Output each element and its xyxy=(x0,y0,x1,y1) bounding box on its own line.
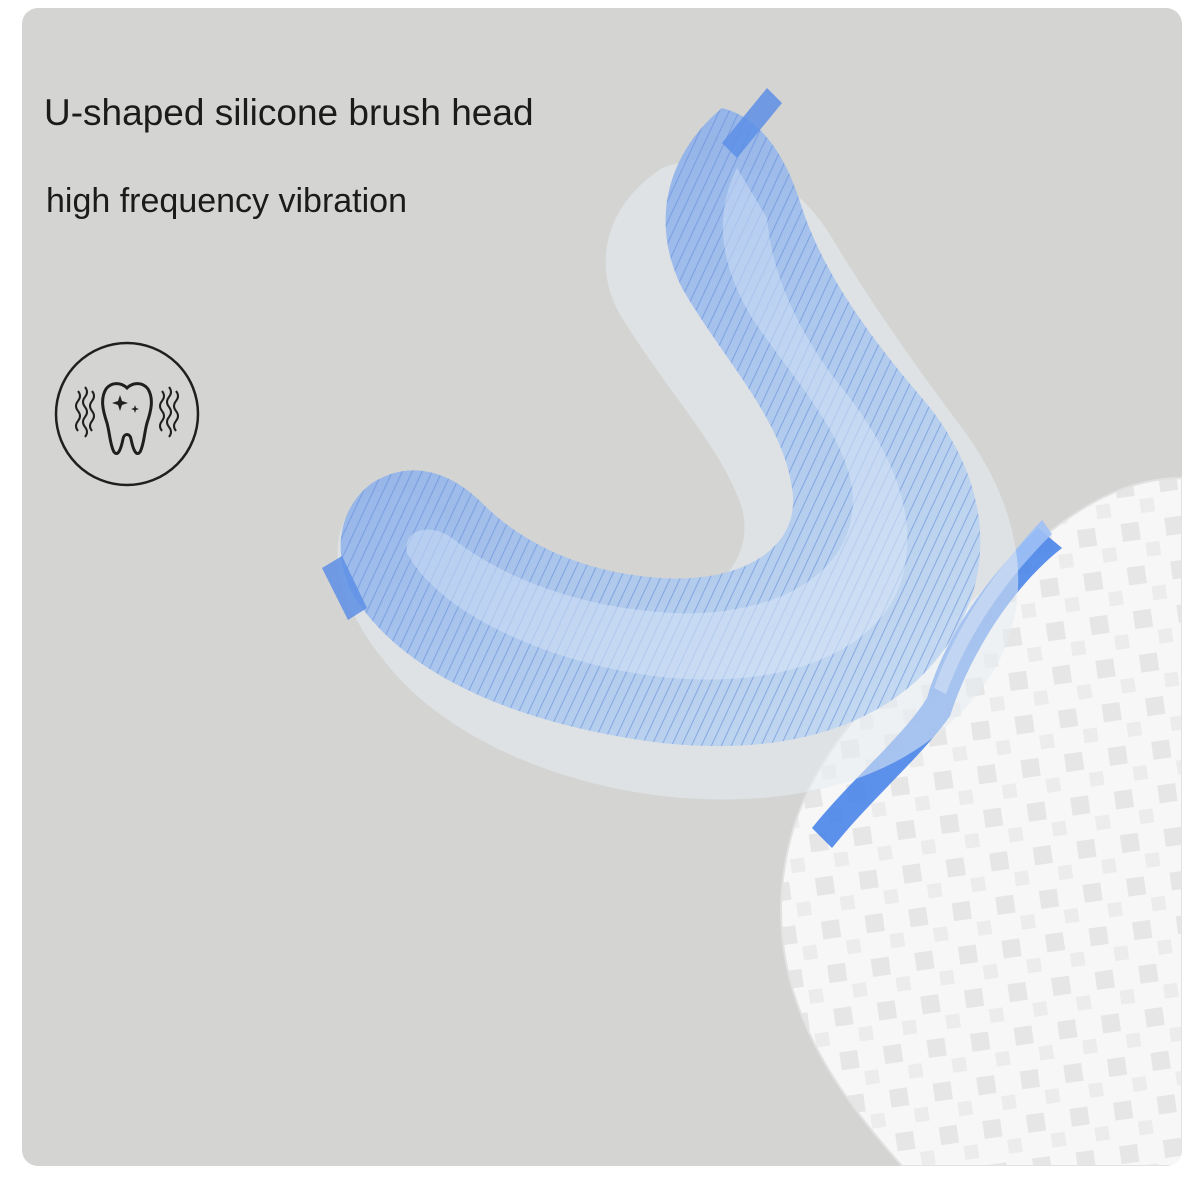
product-image-card: U-shaped silicone brush head high freque… xyxy=(22,8,1182,1166)
headline: U-shaped silicone brush head xyxy=(44,92,534,133)
subline: high frequency vibration xyxy=(46,182,408,220)
tooth-vibration-icon xyxy=(54,341,200,487)
u-shaped-brush-illustration xyxy=(322,88,1182,1166)
